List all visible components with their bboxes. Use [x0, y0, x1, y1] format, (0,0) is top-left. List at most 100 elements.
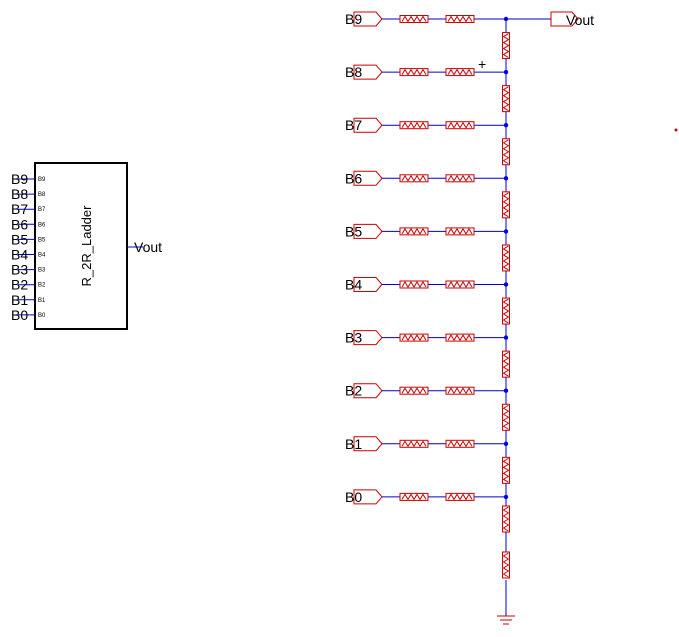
rung-b8: B8 — [345, 64, 509, 80]
resistor-2r-b[interactable] — [445, 227, 475, 236]
symbol-pin-label: B4 — [11, 247, 28, 263]
symbol-pin-b6: B6 B6 — [11, 216, 46, 232]
resistor-2r-a[interactable] — [399, 439, 429, 448]
symbol-pin-b7: B7 B7 — [11, 201, 46, 217]
cursor-crosshair: + — [478, 56, 486, 72]
input-port-label: B3 — [345, 330, 362, 346]
rung-b9: B9 — [345, 11, 509, 27]
input-port-b4[interactable]: B4 — [345, 277, 383, 293]
resistor-2r-a[interactable] — [399, 15, 429, 23]
input-port-label: B7 — [345, 117, 362, 133]
symbol-pin-b9: B9 B9 — [11, 171, 46, 187]
resistor-2r-a[interactable] — [399, 174, 429, 183]
symbol-pin-b1: B1 B1 — [11, 292, 46, 308]
symbol-pin-b0: B0 B0 — [11, 307, 46, 323]
symbol-pin-b2: B2 B2 — [11, 277, 46, 293]
symbol-pin-name: B9 — [38, 177, 46, 183]
symbol-pin-b5: B5 B5 — [11, 231, 46, 247]
symbol-pin-label: B2 — [11, 277, 28, 293]
rung-b2: B2 — [345, 383, 509, 399]
input-port-label: B0 — [345, 489, 362, 505]
input-port-b5[interactable]: B5 — [345, 223, 383, 239]
input-port-label: B5 — [345, 223, 362, 239]
resistor-2r-b[interactable] — [445, 15, 475, 23]
rung-b1: B1 — [345, 436, 509, 452]
resistor-2r-b[interactable] — [445, 280, 475, 289]
marker-dot — [674, 128, 678, 132]
symbol-title: R_2R_Ladder — [79, 205, 94, 287]
input-port-b6[interactable]: B6 — [345, 170, 383, 186]
resistor-2r-b[interactable] — [445, 121, 475, 130]
resistor-2r-a[interactable] — [399, 227, 429, 236]
input-port-b7[interactable]: B7 — [345, 117, 383, 133]
resistor-2r-a[interactable] — [399, 280, 429, 289]
resistor-r-vertical[interactable] — [502, 337, 510, 391]
input-port-label: B6 — [345, 170, 362, 186]
symbol-pin-name: B2 — [38, 283, 46, 289]
resistor-2r-a[interactable] — [399, 333, 429, 342]
resistor-r-vertical[interactable] — [502, 390, 510, 444]
symbol-pin-label: B8 — [11, 186, 28, 202]
resistor-r-vertical[interactable] — [502, 178, 510, 232]
resistor-r-vertical[interactable] — [502, 72, 510, 126]
resistor-2r-b[interactable] — [445, 333, 475, 342]
vout-label: Vout — [566, 12, 594, 28]
resistor-r-vertical[interactable] — [502, 443, 510, 497]
symbol-pin-label: B5 — [11, 231, 28, 247]
resistor-2r-b[interactable] — [445, 439, 475, 448]
input-port-b0[interactable]: B0 — [345, 489, 383, 505]
input-port-label: B2 — [345, 383, 362, 399]
termination-resistors[interactable] — [502, 496, 510, 579]
resistor-2r-b[interactable] — [445, 492, 475, 501]
input-port-b3[interactable]: B3 — [345, 330, 383, 346]
symbol-pin-b8: B8 B8 — [11, 186, 46, 202]
symbol-pin-name: B5 — [38, 237, 46, 243]
resistor-r-vertical[interactable] — [502, 231, 510, 285]
rung-b5: B5 — [345, 223, 509, 239]
resistor-2r-a[interactable] — [399, 68, 429, 77]
resistor-2r-a[interactable] — [399, 492, 429, 501]
symbol-pin-label: B7 — [11, 201, 28, 217]
input-port-b9[interactable]: B9 — [345, 11, 383, 27]
rung-b6: B6 — [345, 170, 509, 186]
symbol-pin-name: B7 — [38, 207, 46, 213]
resistor-r-vertical[interactable] — [502, 125, 510, 179]
symbol-output-label: Vout — [134, 239, 162, 255]
symbol-pin-name: B8 — [38, 192, 46, 198]
symbol-pin-label: B6 — [11, 216, 28, 232]
vout-port[interactable]: Vout — [506, 11, 594, 28]
rung-b3: B3 — [345, 330, 509, 346]
input-port-b1[interactable]: B1 — [345, 436, 383, 452]
symbol-pin-label: B9 — [11, 171, 28, 187]
symbol-pin-name: B3 — [38, 268, 46, 274]
resistor-2r-a[interactable] — [399, 121, 429, 130]
symbol-pin-name: B0 — [38, 313, 46, 319]
symbol-pin-name: B6 — [38, 222, 46, 228]
ground-icon — [497, 580, 515, 625]
input-port-b8[interactable]: B8 — [345, 64, 383, 80]
resistor-r-vertical[interactable] — [502, 19, 510, 73]
resistor-r-vertical[interactable] — [502, 284, 510, 338]
rung-b0: B0 — [345, 489, 509, 505]
symbol-pin-label: B1 — [11, 292, 28, 308]
resistor-2r-b[interactable] — [445, 68, 475, 77]
rung-b7: B7 — [345, 117, 509, 133]
input-port-label: B1 — [345, 436, 362, 452]
vout-port-shape — [550, 11, 579, 27]
symbol-pin-name: B1 — [38, 298, 46, 304]
rung-b4: B4 — [345, 277, 509, 293]
input-port-label: B4 — [345, 277, 362, 293]
symbol-pin-label: B0 — [11, 307, 28, 323]
resistor-2r-b[interactable] — [445, 386, 475, 395]
symbol-body — [34, 162, 128, 330]
input-port-b2[interactable]: B2 — [345, 383, 383, 399]
input-port-label: B8 — [345, 64, 362, 80]
resistor-2r-a[interactable] — [399, 386, 429, 395]
resistor-2r-b[interactable] — [445, 174, 475, 183]
